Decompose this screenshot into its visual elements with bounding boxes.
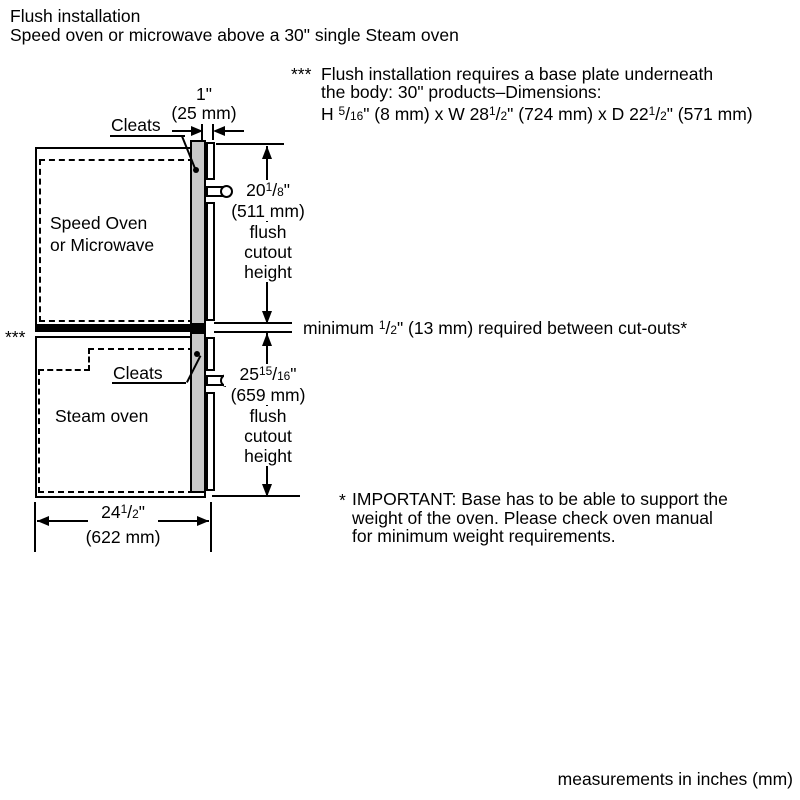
important-note-marker: *: [339, 490, 346, 510]
top-cutout-desc: flush cutout height: [237, 222, 299, 282]
speed-oven-label-line2: or Microwave: [50, 235, 155, 255]
width-ext-right: [210, 502, 212, 552]
steam-cutout-dashed-step: [88, 348, 90, 371]
page-title: Flush installation: [10, 6, 141, 26]
units-note: measurements in inches (mm): [557, 769, 793, 789]
top-cutout-desc-2: cutout: [244, 242, 292, 262]
cleat-depth-metric: (25 mm): [171, 103, 237, 123]
mount-rail-top-lower: [206, 202, 215, 321]
arrow-left-icon: [213, 126, 225, 136]
base-plate-dimensions: H 5/16" (8 mm) x W 281/2" (724 mm) x D 2…: [321, 103, 753, 124]
bottom-cutout-value: 2515/16": [224, 364, 312, 386]
cleat-depth-line-right: [224, 130, 244, 132]
width-value: 241/2": [88, 502, 158, 524]
important-note: IMPORTANT: Base has to be able to suppor…: [352, 490, 728, 546]
bottom-cutout-ext-line: [212, 495, 300, 497]
base-plate-note-line2: the body: 30" products–Dimensions:: [321, 82, 602, 102]
steam-cutout-dashed-top: [88, 348, 194, 350]
steam-cutout-dashed-bottom: [38, 491, 194, 493]
bottom-cutout-desc-1: flush: [249, 406, 287, 426]
top-cutout-ext-line: [216, 143, 284, 145]
mount-peg-top-cap: [220, 185, 233, 198]
base-plate-note-marker: ***: [291, 64, 312, 84]
width-metric: (622 mm): [85, 527, 161, 547]
top-cutout-desc-1: flush: [249, 222, 287, 242]
cleat-depth-line-left: [172, 130, 192, 132]
important-note-line1: IMPORTANT: Base has to be able to suppor…: [352, 489, 728, 509]
gap-line-upper: [214, 322, 292, 324]
gap-line-lower: [214, 331, 292, 333]
top-cutout-value: 201/8": [234, 180, 302, 202]
width-ext-left: [34, 502, 36, 552]
page-subtitle: Speed oven or microwave above a 30" sing…: [10, 25, 459, 45]
cleat-bar-top: [190, 140, 206, 325]
steam-cutout-dashed-step2: [38, 369, 90, 371]
mount-rail-bottom-upper: [206, 337, 215, 371]
arrow-right-icon: [191, 126, 203, 136]
important-note-line3: for minimum weight requirements.: [352, 526, 616, 546]
important-note-line2: weight of the oven. Please check oven ma…: [352, 507, 713, 528]
base-plate-bar: [35, 325, 206, 332]
cleats-label-bottom-underline: [112, 382, 186, 384]
base-plate-note-line1: Flush installation requires a base plate…: [321, 64, 714, 84]
mount-rail-bottom-lower: [206, 392, 215, 491]
steam-oven-label: Steam oven: [55, 406, 149, 426]
arrow-right-icon: [197, 516, 209, 526]
bottom-cutout-desc: flush cutout height: [237, 406, 299, 466]
cleats-label-top: Cleats: [111, 115, 161, 135]
top-cutout-metric: (511 mm): [228, 201, 308, 221]
cleats-top-leader-dot: [193, 167, 199, 173]
arrow-down-icon: [262, 484, 272, 497]
speed-oven-label-line1: Speed Oven: [50, 213, 148, 233]
speed-oven-label: Speed Oven or Microwave: [50, 212, 154, 256]
bottom-cutout-metric: (659 mm): [226, 385, 310, 405]
arrow-down-icon: [262, 311, 272, 324]
arrow-up-icon: [262, 333, 272, 346]
base-plate-marker: ***: [5, 327, 26, 347]
steam-cutout-dashed-left: [38, 369, 40, 493]
arrow-left-icon: [37, 516, 49, 526]
cleats-label-bottom: Cleats: [113, 363, 163, 383]
bottom-cutout-desc-2: cutout: [244, 426, 292, 446]
mount-rail-top-upper: [206, 142, 215, 180]
cleats-bottom-leader-dot: [194, 351, 200, 357]
cleat-bar-bottom: [190, 332, 206, 493]
bottom-cutout-desc-3: height: [244, 446, 292, 466]
top-cutout-desc-3: height: [244, 262, 292, 282]
cleat-depth-value: 1": [196, 84, 212, 104]
gap-note: minimum 1/2" (13 mm) required between cu…: [303, 317, 688, 338]
arrow-up-icon: [262, 146, 272, 159]
cleats-label-top-underline: [110, 135, 185, 137]
